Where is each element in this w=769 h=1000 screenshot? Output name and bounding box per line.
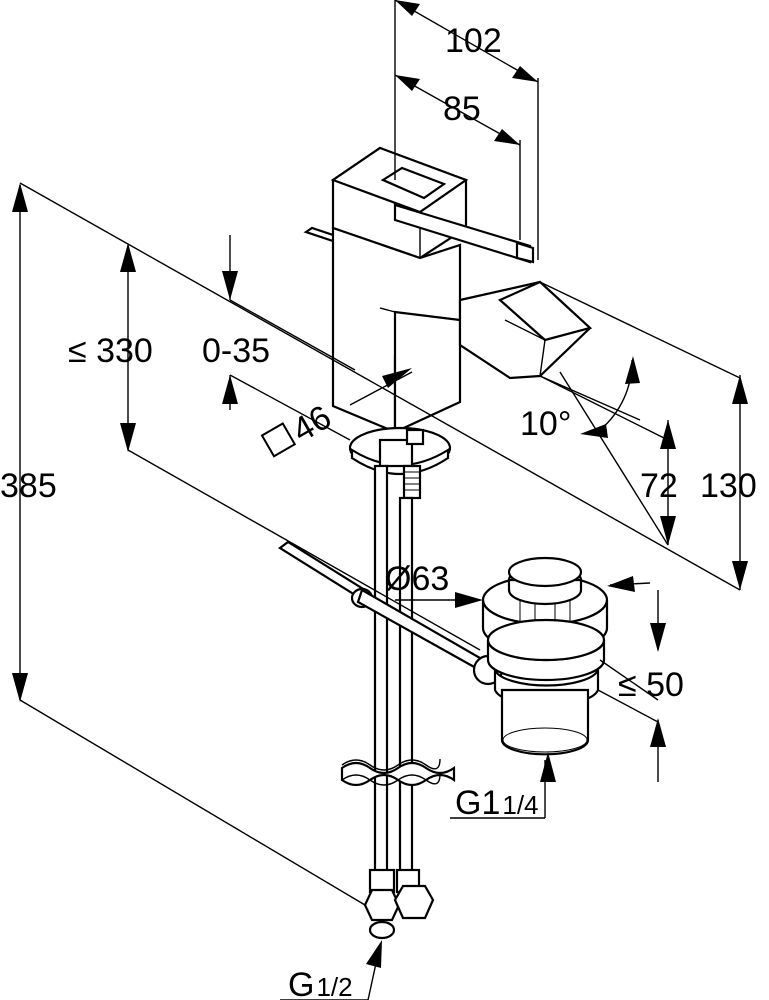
label-50: ≤ 50 [618,666,684,704]
faucet-body [303,146,593,500]
label-330: ≤ 330 [68,332,153,370]
label-130: 130 [700,467,757,505]
label-85: 85 [443,90,481,128]
label-72: 72 [640,467,678,505]
waste-plug [481,556,609,756]
label-diameter-63: Ø63 [385,560,449,598]
label-385: 385 [0,467,57,505]
label-g-half: G1/2 [288,966,353,1000]
label-g1-quarter: G11/4 [455,784,539,822]
label-0-35: 0-35 [202,332,270,370]
dimension-lines [12,0,748,1000]
label-102: 102 [445,22,502,60]
square-symbol-icon [260,422,297,458]
label-46-group: 46 [260,398,338,458]
label-10-degrees: 10° [520,405,571,443]
supply-hoses [340,464,456,940]
dimension-labels: 102 85 ≤ 330 0-35 46 10° 72 130 385 Ø63 … [0,22,757,1000]
